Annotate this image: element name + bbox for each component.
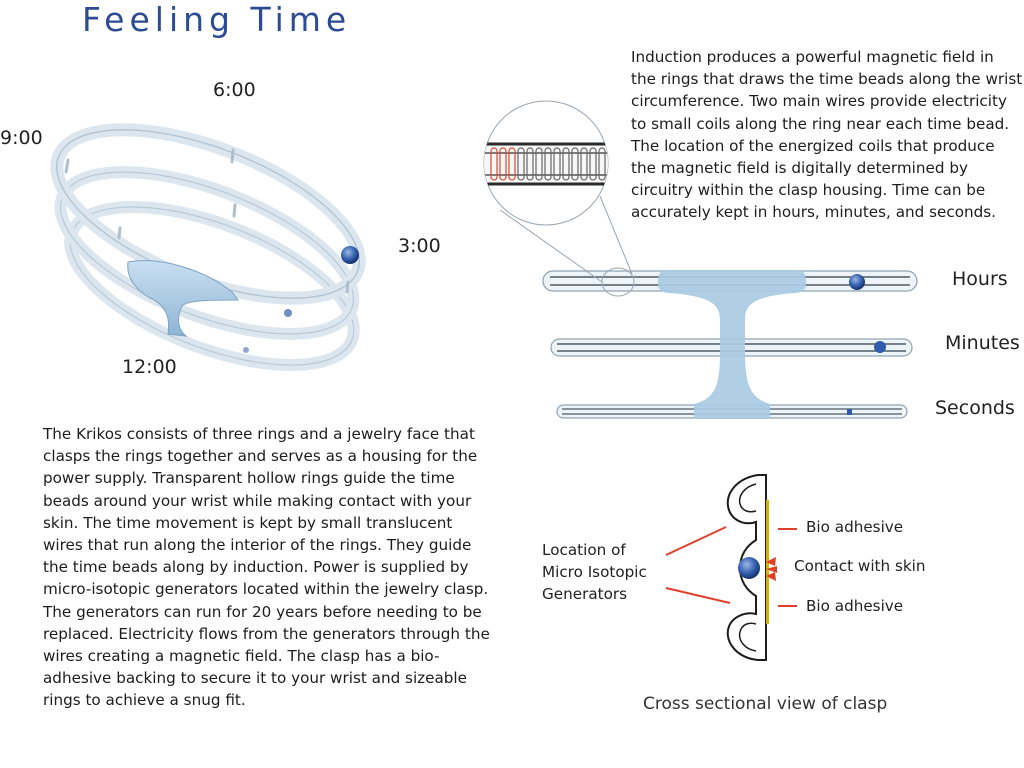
coil-magnifier	[483, 100, 609, 226]
clock-label-3: 3:00	[398, 235, 441, 257]
contact-arrows	[766, 557, 777, 581]
hour-bead-flat	[849, 274, 865, 290]
clock-label-9: 9:00	[0, 127, 43, 149]
label-hours: Hours	[952, 268, 1008, 290]
label-minutes: Minutes	[945, 332, 1020, 354]
clock-label-12: 12:00	[122, 356, 177, 378]
clasp-cross-section	[665, 474, 797, 661]
cross-section-caption: Cross sectional view of clasp	[643, 694, 888, 714]
callout-location-line3: Generators	[542, 585, 628, 603]
label-seconds: Seconds	[935, 397, 1015, 419]
description-paragraph: The Krikos consists of three rings and a…	[43, 425, 490, 710]
bracelet-3d	[50, 123, 366, 371]
callout-line-location-top	[665, 526, 727, 556]
ring-minutes-3d	[54, 166, 360, 340]
callout-location-line1: Location of	[542, 541, 626, 559]
induction-paragraph: Induction produces a powerful magnetic f…	[631, 48, 1023, 222]
callout-bio-adhesive-bottom: Bio adhesive	[806, 597, 904, 615]
hour-bead-3d	[341, 246, 359, 264]
clasp-flat	[658, 270, 806, 418]
ring-schematic	[483, 100, 918, 419]
callout-location-line2: Micro Isotopic	[542, 563, 647, 581]
callout-line-location-bottom	[665, 587, 731, 604]
callout-bio-adhesive-top: Bio adhesive	[806, 518, 904, 536]
second-bead-3d	[243, 347, 249, 353]
page-title: Feeling Time	[82, 0, 352, 39]
minute-bead-3d	[284, 309, 292, 317]
generator-bead	[738, 557, 760, 579]
minute-bead-flat	[874, 341, 886, 353]
second-bead-flat	[847, 409, 852, 415]
callout-contact-skin: Contact with skin	[794, 557, 926, 575]
clasp-3d	[127, 260, 239, 337]
clock-label-6: 6:00	[213, 79, 256, 101]
